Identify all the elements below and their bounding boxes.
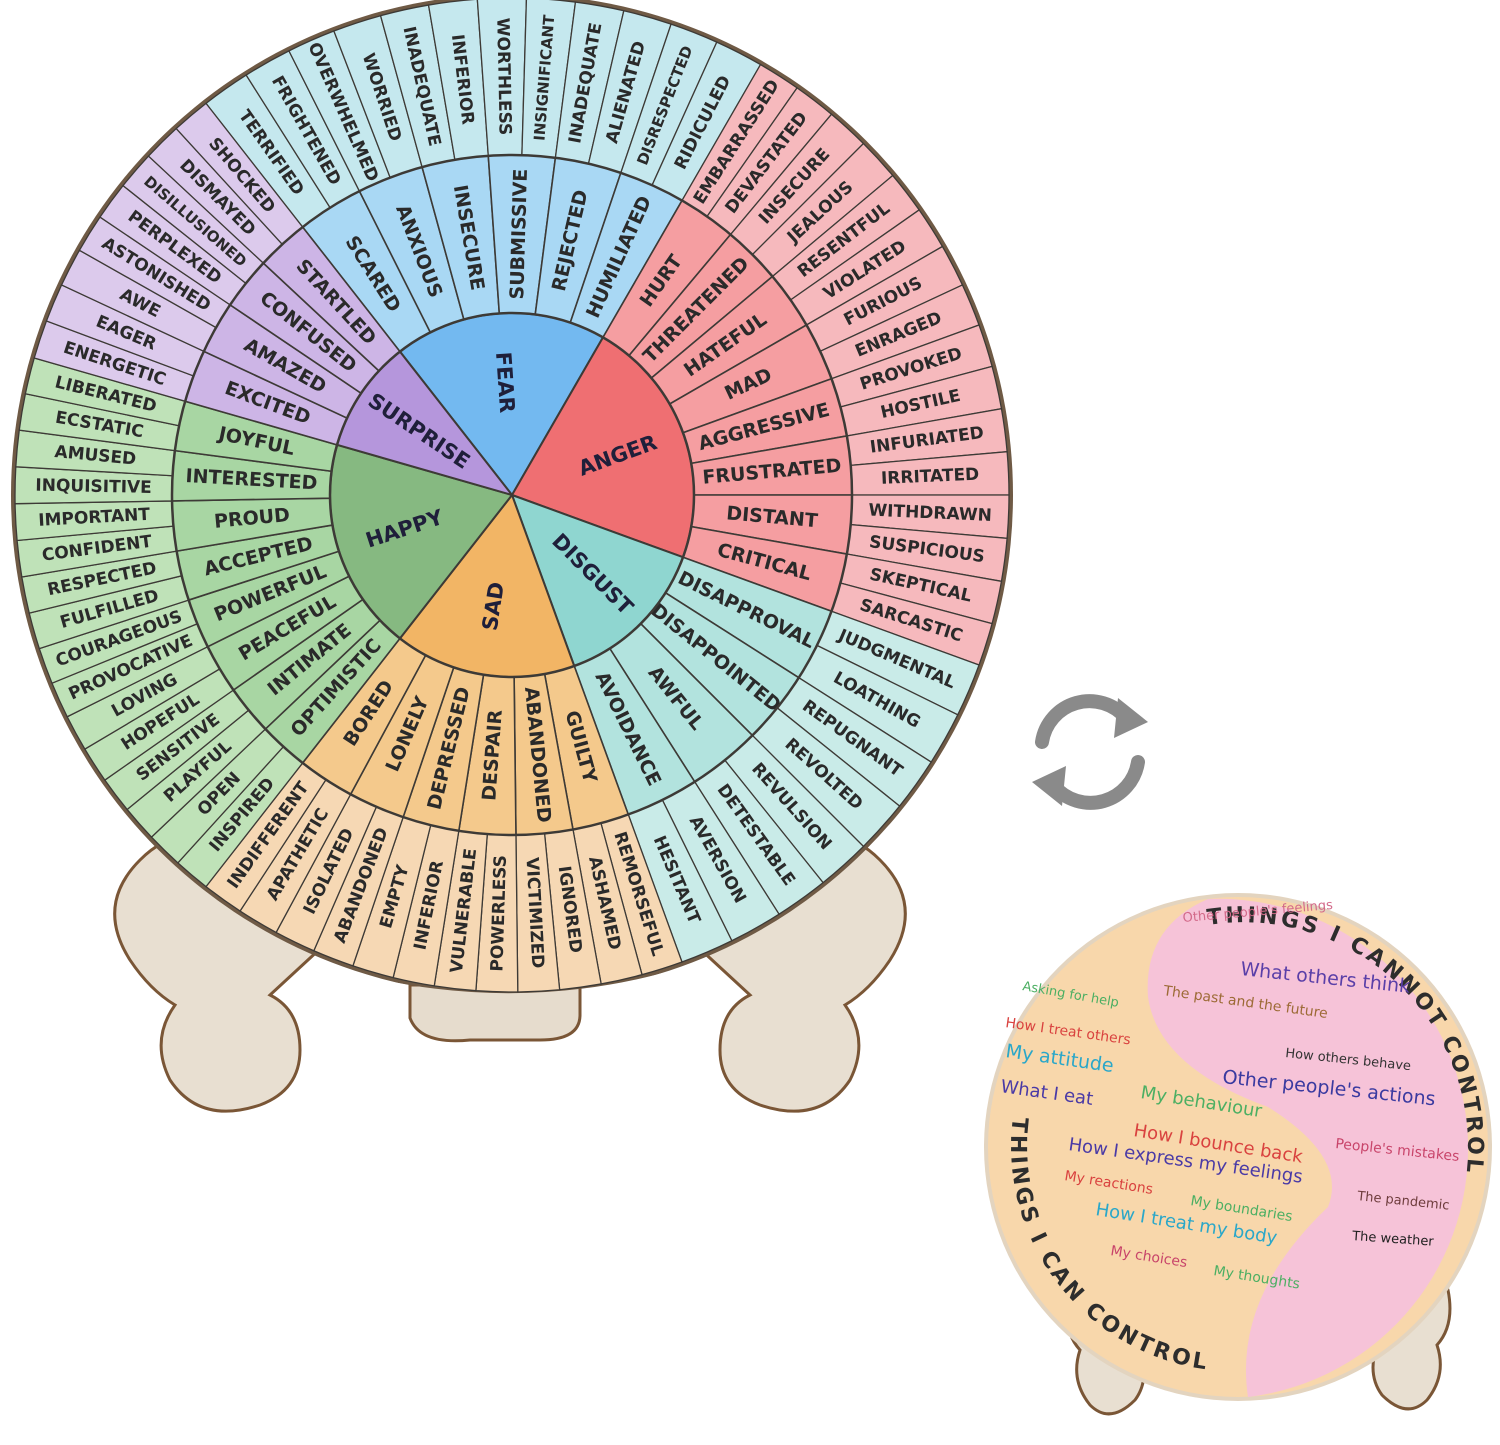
sector-sad: SADGUILTYREMORSEFULASHAMEDABANDONEDIGNOR…	[205, 492, 683, 993]
outer-label: IRRITATED	[881, 465, 980, 489]
outer-label: WORTHLESS	[492, 18, 514, 136]
sector-surprise: SURPRISEEXCITEDENERGETICEAGERAMAZEDAWEAS…	[33, 102, 515, 497]
feelings-wheel: FEARSCAREDTERRIFIEDFRIGHTENEDANXIOUSOVER…	[11, 0, 1013, 994]
sector-fear: FEARSCAREDTERRIFIEDFRIGHTENEDANXIOUSOVER…	[205, 0, 762, 497]
cannot-control-item: The weather	[1351, 1229, 1435, 1250]
core-label: FEAR	[491, 351, 519, 414]
outer-label: POWERLESS	[487, 855, 511, 972]
swap-arrows-icon	[1032, 694, 1148, 810]
outer-label: INQUISITIVE	[35, 476, 152, 498]
mid-label: SUBMISSIVE	[506, 168, 532, 299]
cannot-control-region	[1147, 898, 1469, 1397]
